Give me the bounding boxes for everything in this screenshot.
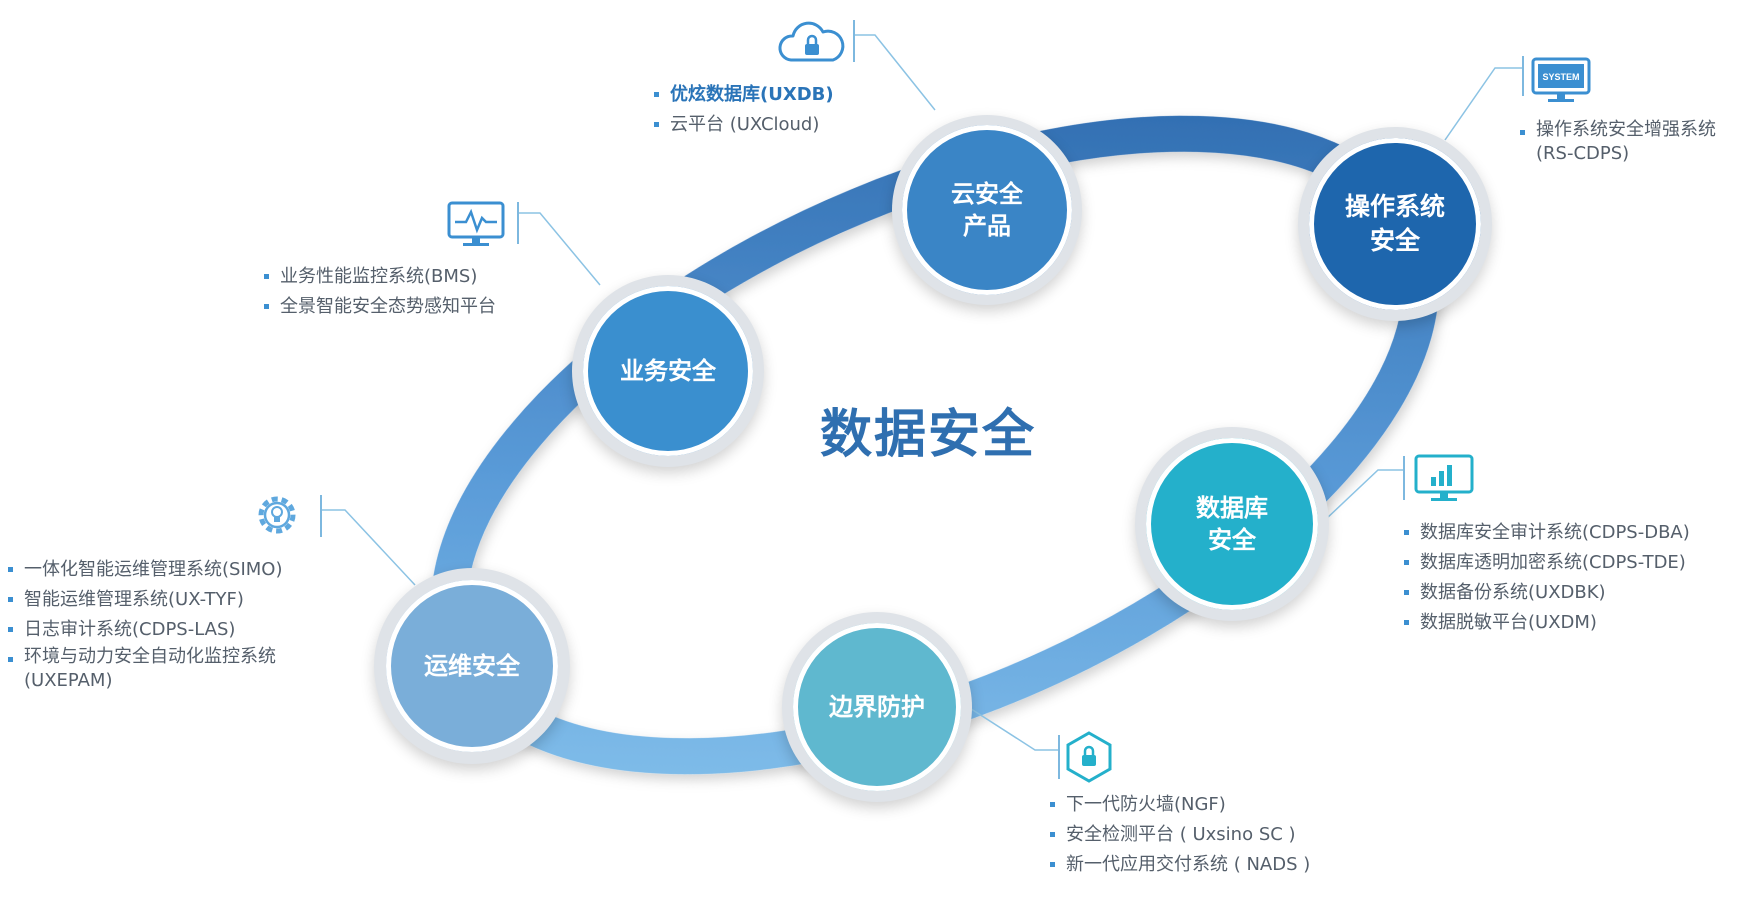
list-item: 数据库安全审计系统(CDPS-DBA) bbox=[1402, 518, 1690, 548]
node-ops-security: 运维安全 bbox=[374, 568, 570, 764]
list-item: 环境与动力安全自动化监控系统 (UXEPAM) bbox=[6, 645, 282, 693]
list-item: 智能运维管理系统(UX-TYF) bbox=[6, 585, 282, 615]
list-item: 业务性能监控系统(BMS) bbox=[262, 262, 496, 292]
list-os-products: 操作系统安全增强系统 (RS-CDPS) bbox=[1518, 118, 1716, 166]
connector-os bbox=[1444, 67, 1522, 141]
list-database-products: 数据库安全审计系统(CDPS-DBA) 数据库透明加密系统(CDPS-TDE) … bbox=[1402, 518, 1690, 638]
system-monitor-icon: SYSTEM bbox=[1531, 57, 1591, 102]
list-item: 数据备份系统(UXDBK) bbox=[1402, 578, 1690, 608]
bracket-business bbox=[517, 202, 519, 244]
bracket-database bbox=[1403, 456, 1405, 500]
bar-chart-monitor-icon bbox=[1414, 454, 1474, 501]
connector-business bbox=[517, 212, 601, 286]
list-item-line1: 环境与动力安全自动化监控系统 bbox=[24, 646, 276, 667]
node-cloud-security: 云安全 产品 bbox=[892, 115, 1082, 305]
connector-ops bbox=[320, 509, 416, 586]
list-item: 操作系统安全增强系统 (RS-CDPS) bbox=[1518, 118, 1716, 166]
node-os-line1: 操作系统 bbox=[1344, 192, 1445, 222]
node-os-security: 操作系统 安全 bbox=[1298, 127, 1492, 321]
gear-bulb-icon bbox=[258, 496, 296, 534]
node-cloud-line1: 云安全 bbox=[951, 179, 1023, 208]
list-item: 数据脱敏平台(UXDM) bbox=[1402, 608, 1690, 638]
node-ops-label: 运维安全 bbox=[424, 651, 520, 680]
node-business-label: 业务安全 bbox=[620, 356, 716, 385]
list-business-products: 业务性能监控系统(BMS) 全景智能安全态势感知平台 bbox=[262, 262, 496, 322]
list-item-line1: 操作系统安全增强系统 bbox=[1536, 119, 1716, 140]
list-border-products: 下一代防火墙(NGF) 安全检测平台 ( Uxsino SC ) 新一代应用交付… bbox=[1048, 790, 1310, 880]
heartbeat-monitor-icon bbox=[447, 201, 505, 246]
node-border-label: 边界防护 bbox=[829, 692, 925, 721]
hexagon-lock-icon bbox=[1066, 731, 1112, 783]
list-item: 数据库透明加密系统(CDPS-TDE) bbox=[1402, 548, 1690, 578]
bracket-os bbox=[1522, 56, 1524, 96]
list-item: 下一代防火墙(NGF) bbox=[1048, 790, 1310, 820]
list-item: 安全检测平台 ( Uxsino SC ) bbox=[1048, 820, 1310, 850]
connector-border bbox=[964, 704, 1058, 751]
connector-lines bbox=[320, 34, 1522, 751]
list-item: 一体化智能运维管理系统(SIMO) bbox=[6, 555, 282, 585]
bracket-ops bbox=[320, 495, 322, 537]
list-item: 日志审计系统(CDPS-LAS) bbox=[6, 615, 282, 645]
connector-database bbox=[1324, 469, 1403, 521]
connector-cloud bbox=[853, 34, 936, 111]
list-ops-products: 一体化智能运维管理系统(SIMO) 智能运维管理系统(UX-TYF) 日志审计系… bbox=[6, 555, 282, 693]
bracket-border bbox=[1058, 735, 1060, 779]
list-item: 新一代应用交付系统 ( NADS ) bbox=[1048, 850, 1310, 880]
list-item-line2: (RS-CDPS) bbox=[1536, 143, 1630, 164]
node-cloud-line2: 产品 bbox=[963, 212, 1011, 240]
cloud-lock-icon bbox=[778, 21, 845, 62]
node-database-line1: 数据库 bbox=[1196, 493, 1268, 522]
bracket-cloud bbox=[853, 20, 855, 62]
list-cloud-products: 优炫数据库(UXDB) 云平台 (UXCloud) bbox=[652, 80, 834, 140]
node-database-line2: 安全 bbox=[1208, 526, 1256, 554]
node-os-line2: 安全 bbox=[1369, 226, 1420, 255]
node-database-security: 数据库 安全 bbox=[1135, 427, 1329, 621]
node-business-security: 业务安全 bbox=[572, 275, 764, 467]
node-border-protection: 边界防护 bbox=[782, 612, 972, 802]
list-item-line2: (UXEPAM) bbox=[24, 670, 113, 691]
system-icon-text: SYSTEM bbox=[1542, 72, 1579, 82]
list-item: 云平台 (UXCloud) bbox=[652, 110, 834, 140]
center-title: 数据安全 bbox=[820, 405, 1037, 465]
list-item: 全景智能安全态势感知平台 bbox=[262, 292, 496, 322]
list-item: 优炫数据库(UXDB) bbox=[652, 80, 834, 110]
